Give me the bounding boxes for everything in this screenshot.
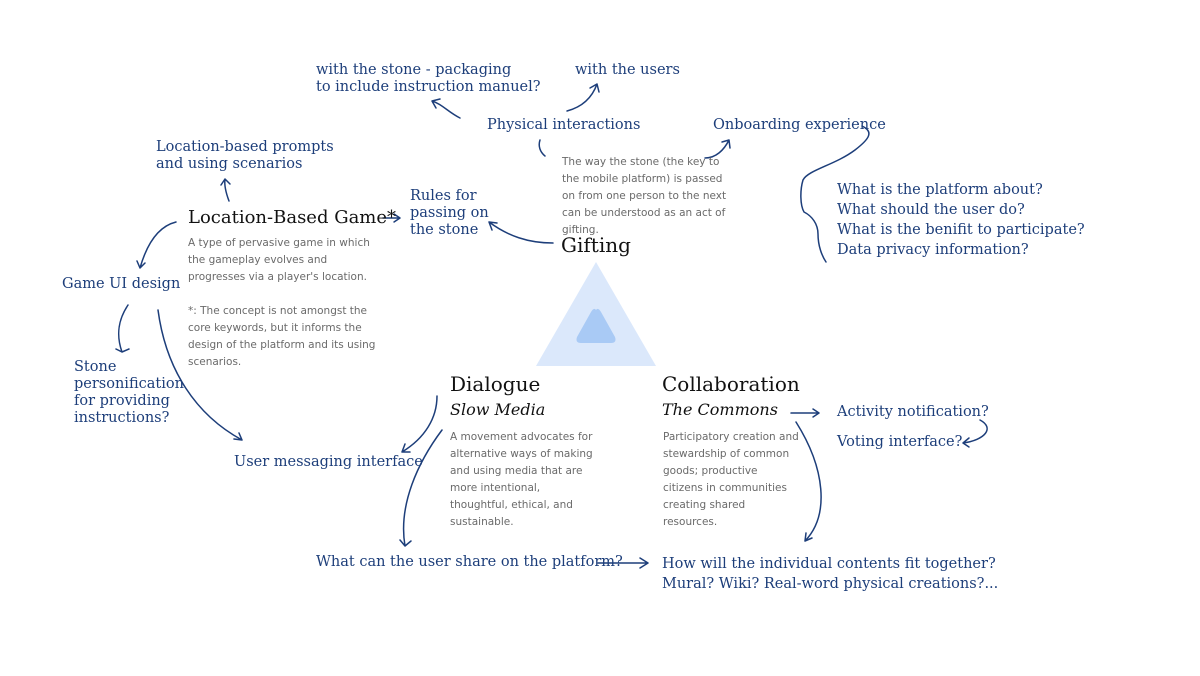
collaboration-description: Participatory creation and stewardship o… [663,431,799,528]
collaboration-title: Collaboration [662,372,800,396]
arrow-gifting-to-physical [538,139,546,157]
gifting-title: Gifting [561,233,631,257]
note-activity-notification: Activity notification? [837,404,989,420]
location-game-title: Location-Based Game* [188,207,397,228]
note-game-ui: Game UI design [62,276,181,292]
arrow-to-stone-packaging [431,98,461,119]
onboarding-questions: What is the platform about? What should … [837,180,1085,260]
note-user-share: What can the user share on the platform? [316,554,623,570]
arrow-ui-to-personification [115,304,130,353]
collaboration-subtitle: The Commons [662,400,778,419]
onboarding-question: Data privacy information? [837,242,1029,258]
dialogue-title: Dialogue [450,372,541,396]
note-voting-interface: Voting interface? [837,434,963,450]
note-contents-fit: How will the individual contents fit tog… [662,556,999,592]
arrow-game-to-prompts [220,178,231,202]
dialogue-description: A movement advocates for alternative way… [450,431,593,528]
arrow-activity-to-voting [962,419,988,448]
arrow-collab-to-contents [795,421,822,542]
note-stone-packaging: with the stone - packaging to include in… [316,62,541,95]
onboarding-brace [800,125,870,263]
arrow-collab-to-activity [790,408,820,418]
note-onboarding: Onboarding experience [713,117,886,133]
onboarding-question: What is the benifit to participate? [837,222,1085,238]
arrow-gifting-to-rules [488,221,554,244]
arrow-dialogue-to-share [399,429,443,547]
note-location-prompts: Location-based prompts and using scenari… [156,139,334,172]
arrow-game-to-ui [136,221,177,269]
dialogue-subtitle: Slow Media [450,400,546,419]
arrow-share-to-contents [597,557,649,569]
onboarding-question: What is the platform about? [837,182,1043,198]
onboarding-question: What should the user do? [837,202,1025,218]
note-rules-passing: Rules for passing on the stone [410,188,489,238]
arrow-dialogue-to-messaging [401,395,438,453]
arrow-game-to-rules [382,213,401,223]
note-physical-interactions: Physical interactions [487,117,641,133]
arrow-ui-to-messaging [157,309,243,441]
note-stone-personification: Stone personification for providing inst… [74,359,184,426]
gifting-description: The way the stone (the key to the mobile… [562,156,727,236]
arrow-to-onboarding [704,139,731,159]
note-with-users: with the users [575,62,680,78]
location-game-footnote: *: The concept is not amongst the core k… [188,305,376,368]
triangle-icon [536,262,656,366]
location-game-description: A type of pervasive game in which the ga… [188,237,370,283]
note-user-messaging: User messaging interface [234,454,423,470]
arrow-to-with-users [566,83,600,112]
